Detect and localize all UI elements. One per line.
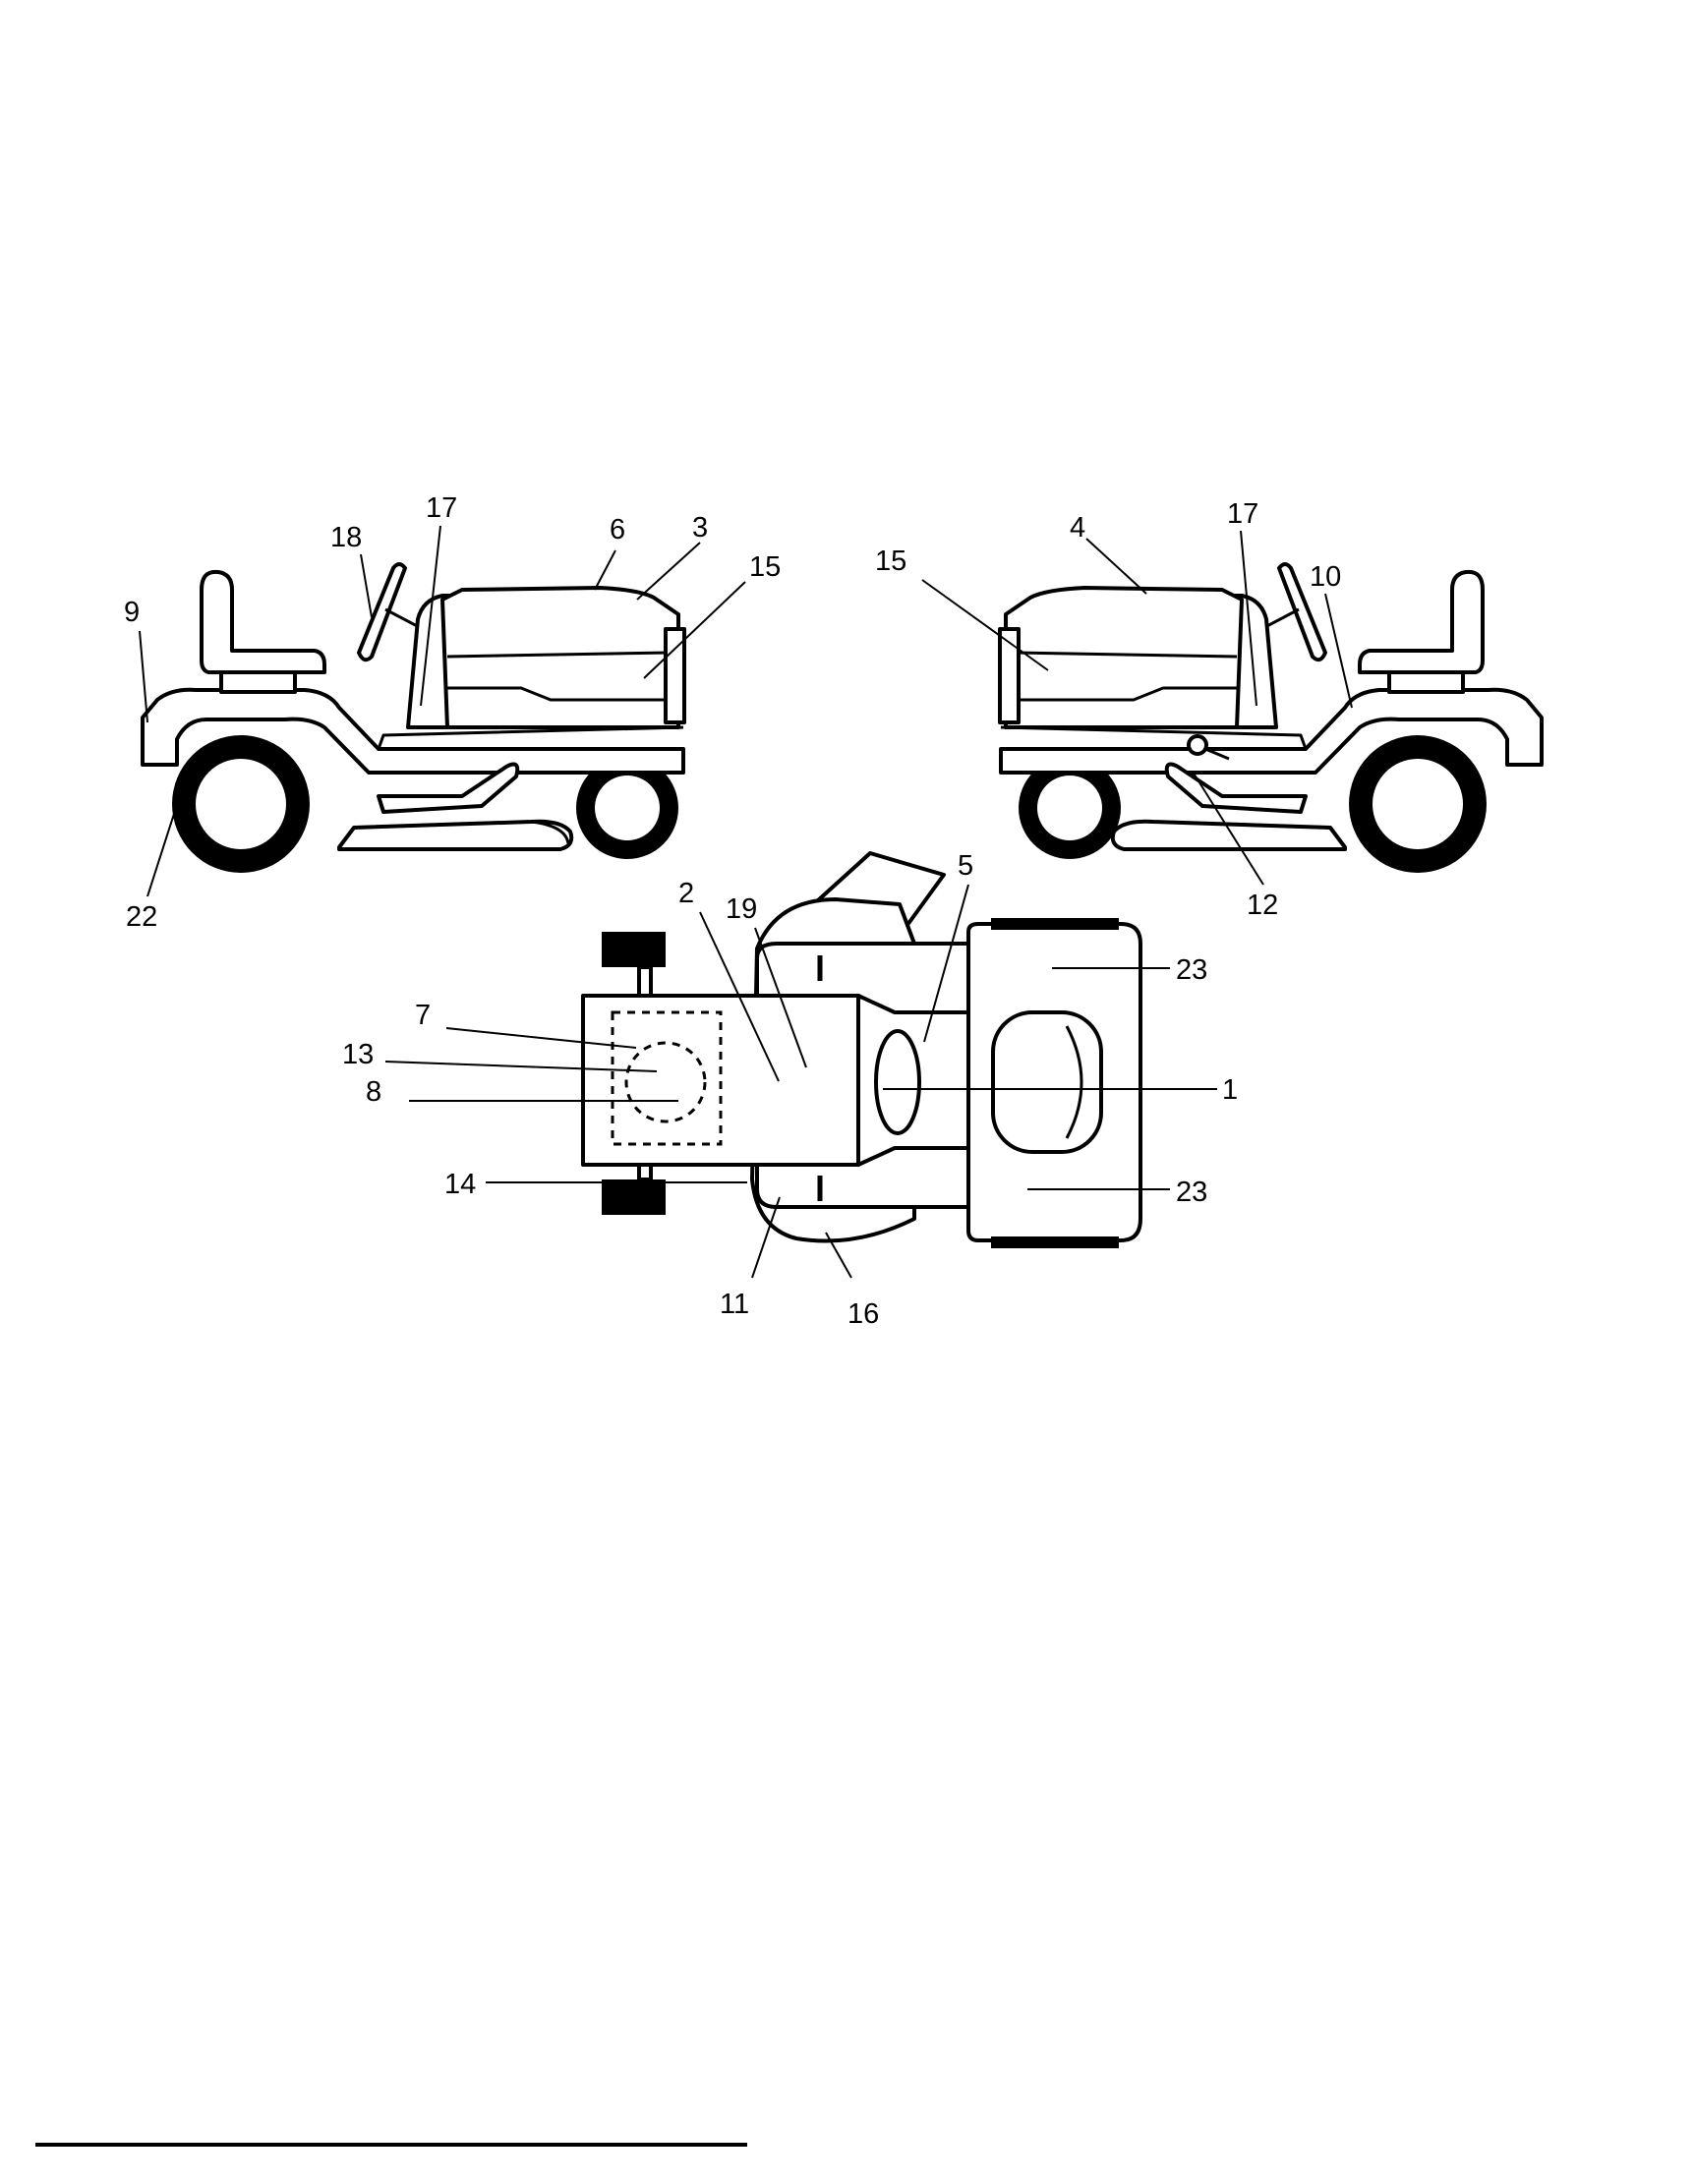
right-view-hood-side (1006, 651, 1238, 702)
top-view-hood (581, 994, 860, 1167)
top-view-engine-outline (611, 1010, 723, 1146)
callout-top-8: 8 (366, 1076, 381, 1108)
right-view-hood-grille (998, 627, 1021, 724)
left-view-fender (141, 687, 685, 775)
left-view-chute (530, 820, 570, 844)
top-view-air-filter-outline (624, 1041, 707, 1123)
left-view-hood-side (446, 651, 678, 702)
left-view-front-hub (595, 776, 660, 840)
callout-right-15: 15 (875, 546, 906, 577)
callout-leader-lines (139, 525, 1353, 1279)
callout-top-1: 1 (1222, 1074, 1238, 1106)
top-view-steering-wheel (874, 1029, 921, 1135)
right-view-frame-line (1000, 725, 1308, 750)
callout-top-5: 5 (958, 850, 973, 882)
top-view-rear-right-tire (991, 1236, 1119, 1248)
left-view-steering-wheel (357, 562, 407, 662)
callout-left-6: 6 (610, 514, 625, 546)
right-view-seat-base (1387, 670, 1465, 694)
left-view-seat (200, 569, 326, 674)
tractor-top-view (581, 851, 1142, 1248)
left-view-footrest (377, 762, 520, 814)
left-view-mower-deck (337, 819, 574, 851)
callout-left-17: 17 (426, 492, 457, 524)
right-view-seat (1358, 569, 1485, 674)
callout-left-9: 9 (124, 597, 140, 628)
right-view-mower-deck (1110, 819, 1347, 851)
callout-right-12: 12 (1247, 890, 1278, 921)
callout-left-3: 3 (692, 512, 708, 544)
right-view-hood (1004, 586, 1244, 729)
left-view-seat-base (219, 670, 297, 694)
callout-left-18: 18 (330, 522, 362, 553)
callout-right-10: 10 (1310, 561, 1341, 593)
left-view-rear-hub (196, 759, 286, 849)
top-view-front-left-tire (602, 932, 666, 967)
callout-top-7: 7 (415, 1000, 431, 1031)
callout-top-23-upper: 23 (1176, 954, 1207, 986)
right-view-fender (999, 687, 1544, 775)
tractor-right-side-view (998, 562, 1544, 873)
callout-top-2: 2 (678, 878, 694, 909)
left-view-frame-line (377, 725, 684, 750)
callout-top-14: 14 (444, 1169, 476, 1200)
right-view-front-hub (1037, 776, 1102, 840)
tractor-left-side-view (141, 562, 686, 873)
callout-right-4: 4 (1070, 512, 1085, 544)
callout-top-16: 16 (847, 1298, 879, 1330)
top-view-seat (991, 1010, 1103, 1154)
callout-top-13: 13 (342, 1039, 374, 1070)
right-view-rear-hub (1373, 759, 1463, 849)
callout-top-19: 19 (726, 893, 757, 925)
top-view-rear-left-tire (991, 918, 1119, 930)
callout-left-22: 22 (126, 901, 157, 933)
callout-right-17: 17 (1227, 498, 1258, 530)
right-view-footrest (1164, 762, 1308, 814)
top-view-front-left-axle (637, 965, 653, 999)
left-view-hood (440, 586, 680, 729)
callout-top-11: 11 (720, 1289, 749, 1320)
callout-left-15: 15 (749, 551, 781, 583)
right-view-lift-lever (1204, 747, 1230, 761)
right-view-steering-wheel (1277, 562, 1327, 662)
right-view-lift-lever-knob (1187, 734, 1208, 756)
top-view-seat-back (1065, 1025, 1083, 1139)
callout-top-23-lower: 23 (1176, 1177, 1207, 1208)
callout-labels: 9 18 17 6 3 15 22 15 4 17 10 12 2 19 5 2… (124, 492, 1341, 1330)
top-view-front-right-tire (602, 1179, 666, 1215)
